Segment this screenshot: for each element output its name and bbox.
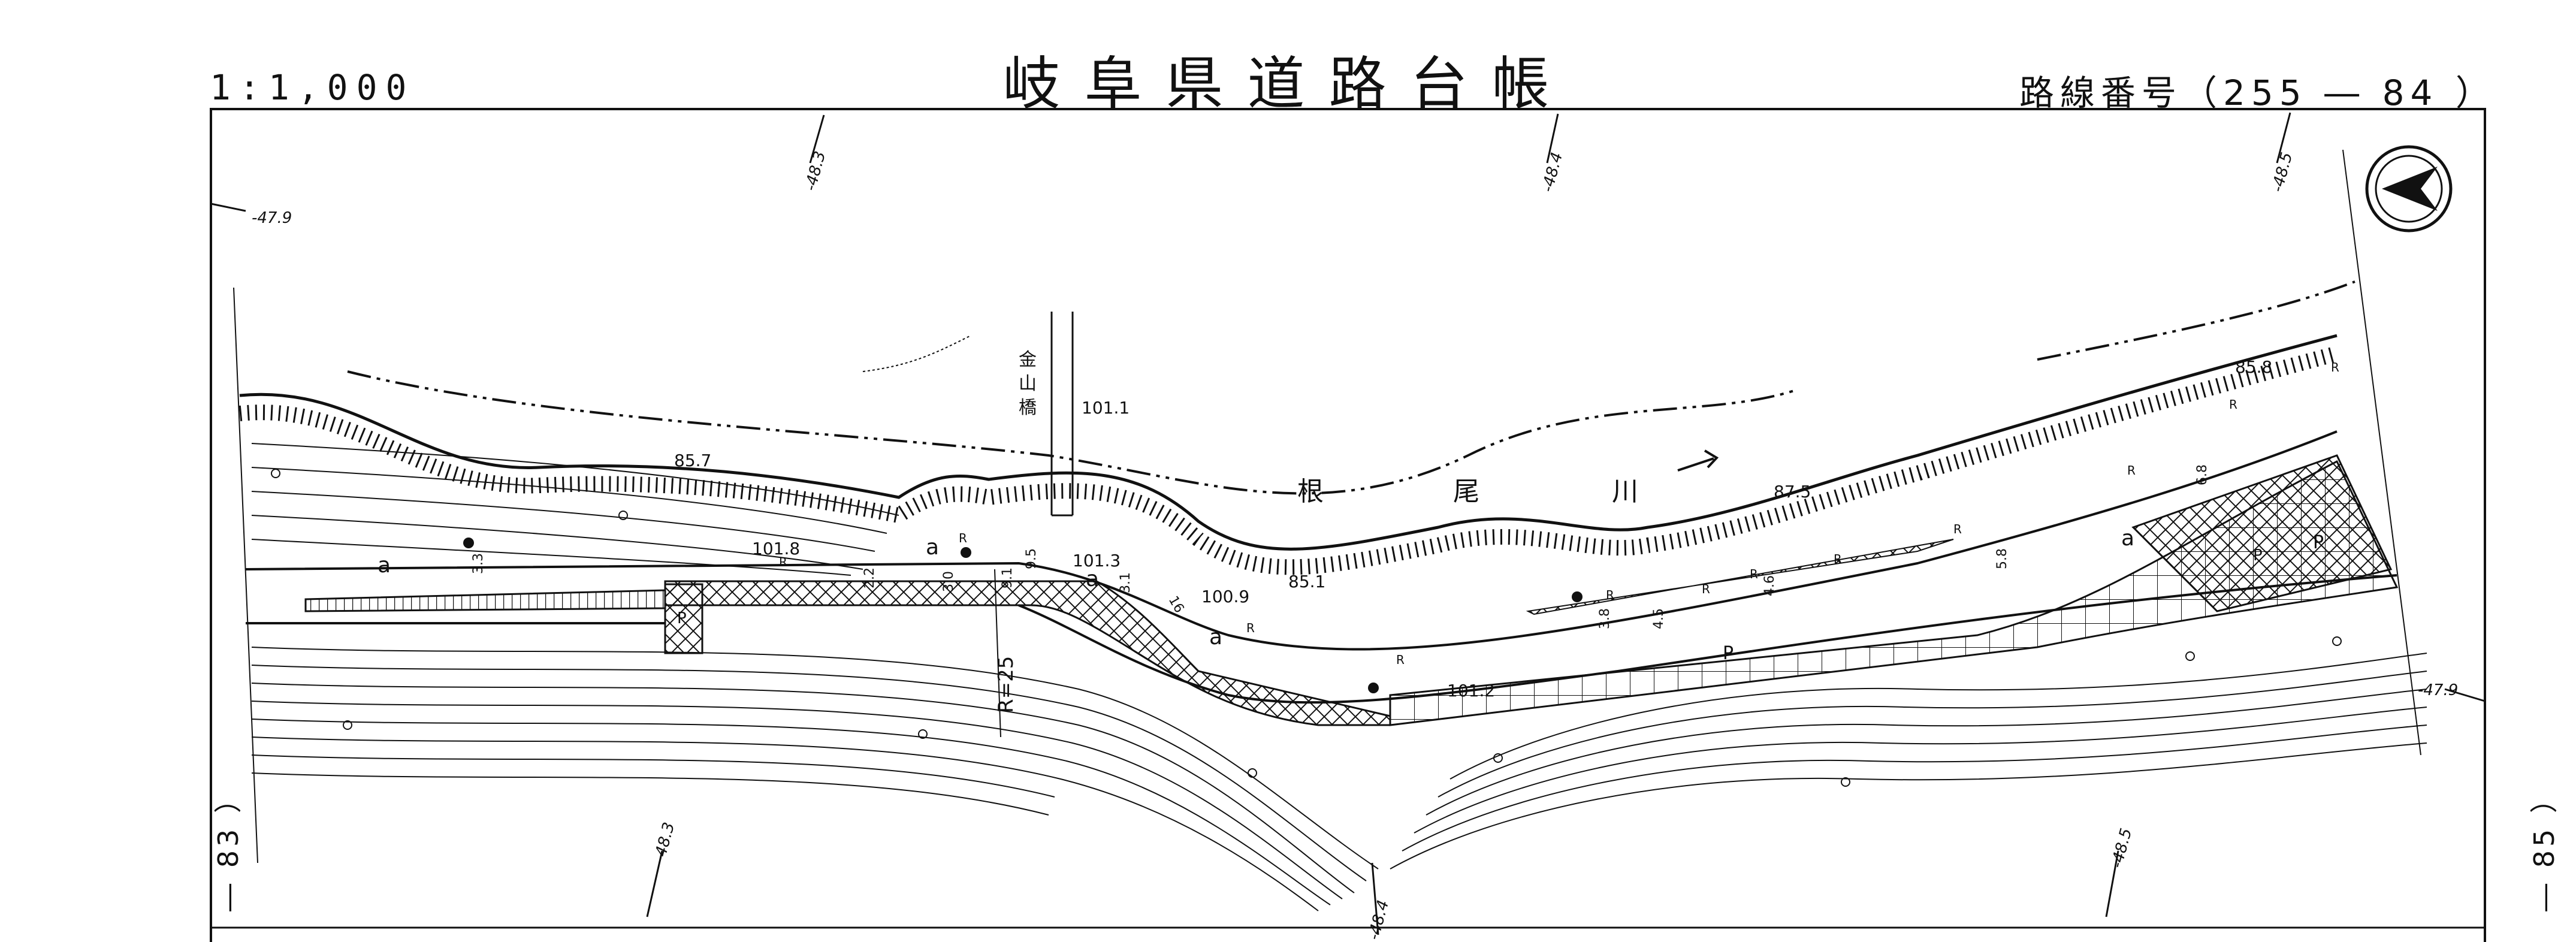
elevation-labels: 85.7 101.8 101.1 101.3 100.9 85.1 87.5 8… [674, 357, 2272, 701]
svg-text:a: a [2121, 526, 2134, 551]
svg-text:金: 金 [1019, 349, 1037, 370]
map-frame [210, 108, 2486, 942]
road-surface [664, 580, 1391, 726]
svg-text:101.3: 101.3 [1073, 551, 1121, 570]
svg-text:a: a [1209, 625, 1222, 650]
compass-arrow-icon [2365, 145, 2453, 233]
svg-text:P: P [2313, 532, 2324, 553]
right-limit [2342, 149, 2421, 756]
svg-text:P: P [2253, 547, 2263, 564]
svg-text:101.1: 101.1 [1082, 398, 1130, 418]
svg-text:85.7: 85.7 [674, 451, 711, 470]
svg-text:85.8: 85.8 [2235, 357, 2272, 377]
surface-marks: R R R R R R R R R R R R [779, 360, 2339, 667]
svg-text:87.5: 87.5 [1774, 482, 1811, 502]
svg-text:R: R [779, 555, 787, 569]
grid-label: -47.9 [252, 209, 292, 227]
left-limit [233, 287, 258, 864]
grid-label: -47.9 [2418, 681, 2458, 699]
sheet-title: 岐阜県道路台帳 [1002, 50, 1574, 117]
bridge [1050, 312, 1074, 517]
grid-label: -48.4 [1539, 150, 1566, 194]
svg-text:3.1: 3.1 [1118, 572, 1133, 593]
svg-text:R: R [959, 531, 967, 545]
scale-label: 1:1,000 [210, 67, 415, 108]
river-centerline [347, 370, 1798, 495]
parking-box-west [664, 583, 703, 654]
svg-text:山: 山 [1019, 373, 1037, 394]
grid-labels: -47.9 -48.3 -48.4 -48.5 -48.3 -48.4 -48.… [252, 149, 2458, 942]
river-name: 根 尾 川 [1297, 476, 1638, 507]
svg-text:6.8: 6.8 [2195, 464, 2210, 485]
svg-text:3.8: 3.8 [1597, 608, 1612, 629]
route-number: 路線番号（255 ― 84 ） [2019, 73, 2496, 113]
svg-text:R: R [1953, 522, 1962, 536]
road-edges [245, 430, 2397, 704]
svg-text:9.5: 9.5 [1024, 548, 1039, 569]
svg-text:4.5: 4.5 [1651, 608, 1666, 629]
sidewalk-west [304, 589, 666, 612]
svg-text:根: 根 [1297, 476, 1324, 507]
svg-text:R: R [1396, 653, 1405, 667]
svg-text:3.3: 3.3 [471, 553, 486, 574]
svg-text:a: a [926, 535, 939, 560]
svg-text:R: R [1606, 588, 1614, 602]
svg-text:101.8: 101.8 [752, 539, 800, 558]
river-bank-shore [862, 335, 971, 372]
grid-lines [210, 112, 2486, 935]
svg-text:4.6: 4.6 [1762, 575, 1777, 596]
bridge-name: 金 山 橋 [1019, 349, 1037, 418]
svg-text:R: R [2127, 463, 2136, 478]
svg-text:川: 川 [1612, 476, 1638, 507]
svg-text:100.9: 100.9 [1201, 587, 1249, 606]
svg-text:R: R [2229, 397, 2237, 412]
grid-label: -48.4 [1365, 898, 1393, 942]
curve-radius-line [994, 569, 1001, 738]
svg-text:101.2: 101.2 [1447, 681, 1495, 701]
svg-text:尾: 尾 [1453, 476, 1479, 507]
svg-text:R: R [1246, 621, 1255, 635]
river-centerline-east [2037, 280, 2355, 361]
grid-label: -48.3 [802, 149, 829, 193]
svg-text:3.0: 3.0 [941, 571, 956, 592]
parking-area-east [2131, 454, 2393, 612]
marker-circles [271, 469, 2342, 787]
svg-text:a: a [378, 553, 391, 578]
terrain-contours [251, 443, 2427, 911]
grid-label: -48.3 [651, 820, 678, 864]
svg-text:85.1: 85.1 [1288, 572, 1325, 591]
svg-text:橋: 橋 [1019, 397, 1037, 418]
svg-text:P: P [677, 609, 687, 627]
svg-text:R: R [2331, 360, 2339, 375]
svg-text:2.2: 2.2 [862, 567, 877, 588]
svg-text:9.1: 9.1 [1000, 567, 1015, 588]
upper-bank [239, 334, 2338, 551]
svg-text:5.8: 5.8 [1995, 548, 2010, 569]
grid-label: -48.5 [2108, 826, 2136, 870]
svg-text:a: a [1086, 567, 1099, 591]
svg-text:R: R [1834, 552, 1842, 566]
flow-arrow-icon [1677, 449, 1719, 472]
svg-text:R: R [1702, 582, 1710, 596]
svg-text:P: P [1723, 643, 1734, 664]
area-codes: a a a a a P P P P [378, 526, 2324, 664]
survey-points [463, 538, 1583, 693]
grid-label: -48.5 [2269, 150, 2296, 194]
sidewalk-strip [1526, 539, 1954, 615]
svg-text:R: R [1750, 567, 1758, 581]
